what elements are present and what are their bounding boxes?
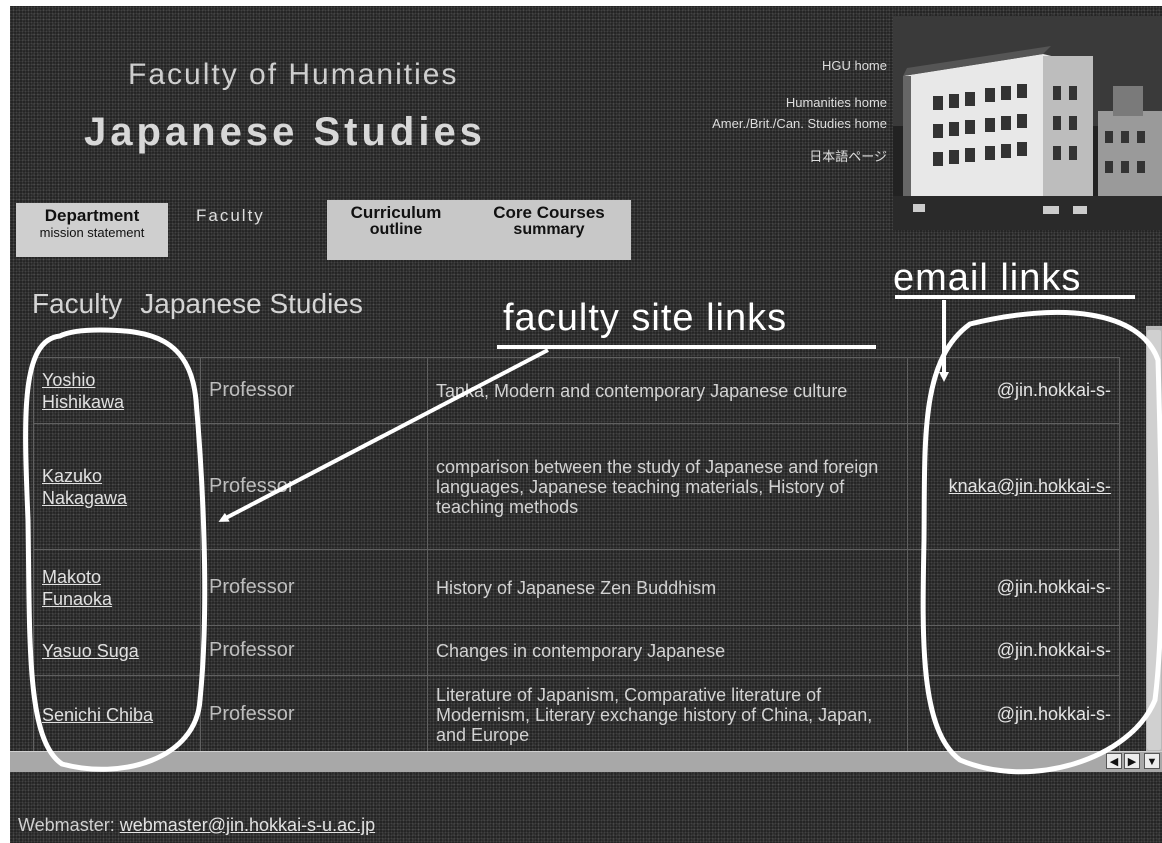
department-title: Japanese Studies (84, 110, 486, 154)
field-cell: Changes in contemporary Japanese (427, 625, 908, 676)
curriculum-label: Curriculum (350, 203, 442, 222)
summary-label: summary (513, 221, 585, 238)
faculty-site-link[interactable]: Senichi Chiba (42, 704, 154, 725)
department-mission-button[interactable]: Department mission statement (16, 203, 168, 257)
outline-label: outline (369, 221, 423, 238)
curriculum-outline-button[interactable]: Curriculum outline (341, 204, 451, 238)
email-link[interactable]: @jin.hokkai-s- (996, 380, 1111, 400)
core-courses-summary-button[interactable]: Core Courses summary (479, 204, 619, 238)
field-cell: Tanka, Modern and contemporary Japanese … (427, 357, 908, 424)
webmaster-label: Webmaster: (18, 815, 115, 835)
table-row: Senichi Chiba Professor Literature of Ja… (33, 675, 1120, 754)
table-row: Yoshio Hishikawa Professor Tanka, Modern… (33, 357, 1120, 424)
core-courses-label: Core Courses (493, 203, 605, 222)
japanese-page-link[interactable]: 日本語ページ (809, 149, 887, 164)
faculty-table: Yoshio Hishikawa Professor Tanka, Modern… (33, 357, 1120, 754)
faculty-site-link[interactable]: Kazuko Nakagawa (42, 465, 128, 508)
building-image (893, 16, 1162, 230)
email-link[interactable]: knaka@jin.hokkai-s- (948, 476, 1111, 496)
rank-cell: Professor (200, 625, 428, 676)
rank-cell: Professor (200, 675, 428, 754)
horizontal-scrollbar[interactable] (10, 751, 1162, 772)
field-cell: Literature of Japanism, Comparative lite… (427, 675, 908, 754)
faculty-of-title: Faculty of Humanities (128, 58, 459, 91)
table-row: Kazuko Nakagawa Professor comparison bet… (33, 423, 1120, 550)
department-label: Department (44, 206, 140, 225)
email-link[interactable]: @jin.hokkai-s- (996, 640, 1111, 660)
rank-cell: Professor (200, 423, 428, 550)
rank-cell: Professor (200, 549, 428, 626)
curriculum-core-courses-bar: Curriculum outline Core Courses summary (327, 200, 631, 260)
section-heading-dept: Japanese Studies (140, 288, 363, 319)
webmaster-email-link[interactable]: webmaster@jin.hokkai-s-u.ac.jp (119, 815, 376, 835)
mission-statement-label: mission statement (39, 225, 145, 240)
top-links: HGU home Humanities home Amer./Brit./Can… (677, 58, 887, 164)
email-link[interactable]: @jin.hokkai-s- (996, 577, 1111, 597)
table-row: Yasuo Suga Professor Changes in contempo… (33, 625, 1120, 676)
scroll-down-arrow-icon[interactable]: ▼ (1144, 753, 1160, 769)
email-link[interactable]: @jin.hokkai-s- (996, 704, 1111, 724)
field-cell: comparison between the study of Japanese… (427, 423, 908, 550)
section-heading: Faculty Japanese Studies (32, 288, 363, 320)
faculty-site-link[interactable]: Makoto Funaoka (42, 566, 113, 609)
scroll-right-arrow-icon[interactable]: ▶ (1124, 753, 1140, 769)
faculty-site-links-callout: faculty site links (503, 297, 788, 339)
table-row: Makoto Funaoka Professor History of Japa… (33, 549, 1120, 626)
american-british-canadian-studies-home-link[interactable]: Amer./Brit./Can. Studies home (712, 116, 887, 131)
faculty-site-link[interactable]: Yasuo Suga (42, 640, 139, 661)
webmaster-footer: Webmaster: webmaster@jin.hokkai-s-u.ac.j… (18, 815, 375, 836)
faculty-site-link[interactable]: Yoshio Hishikawa (42, 369, 125, 412)
field-cell: History of Japanese Zen Buddhism (427, 549, 908, 626)
building-photo (893, 16, 1162, 230)
hgu-home-link[interactable]: HGU home (821, 58, 887, 73)
section-heading-faculty: Faculty (32, 288, 123, 319)
vertical-scrollbar-thumb[interactable] (1147, 330, 1161, 750)
scroll-left-arrow-icon[interactable]: ◀ (1106, 753, 1122, 769)
faculty-nav-current: Faculty (196, 206, 265, 225)
rank-cell: Professor (200, 357, 428, 424)
humanities-home-link[interactable]: Humanities home (785, 95, 887, 110)
email-links-callout: email links (893, 257, 1082, 299)
